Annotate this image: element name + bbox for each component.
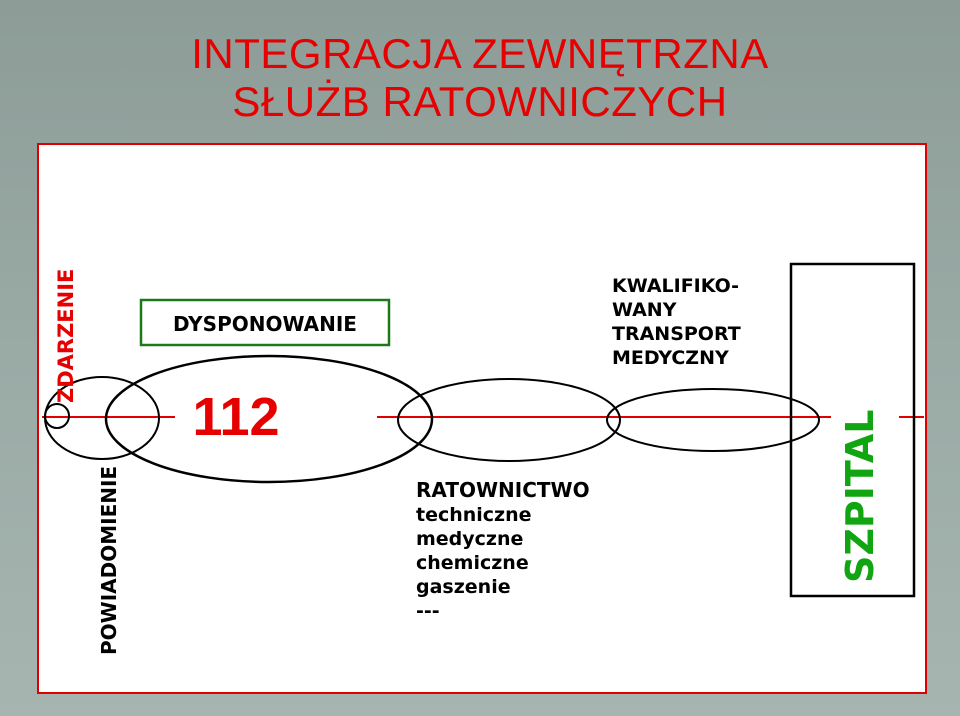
transport-line: WANY <box>612 299 677 321</box>
slide-title: INTEGRACJA ZEWNĘTRZNA SŁUŻB RATOWNICZYCH <box>0 30 960 126</box>
transport-line: KWALIFIKO- <box>612 275 739 297</box>
rescue-item: chemiczne <box>416 552 529 574</box>
rescue-item: --- <box>416 600 440 622</box>
diagram-canvas: DYSPONOWANIE 112 ZDARZENIE POWIADOMIENIE… <box>42 262 924 655</box>
rescue-heading: RATOWNICTWO <box>416 478 590 502</box>
rescue-item: medyczne <box>416 528 523 550</box>
dispatch-ellipse <box>104 354 434 484</box>
rescue-item: gaszenie <box>416 576 511 598</box>
hospital-label: SZPITAL <box>838 409 882 583</box>
rescue-ellipse <box>397 378 621 462</box>
transport-line: MEDYCZNY <box>612 347 729 369</box>
title-line-2: SŁUŻB RATOWNICZYCH <box>232 78 728 125</box>
notification-label: POWIADOMIENIE <box>97 466 121 655</box>
transport-line: TRANSPORT <box>612 323 741 345</box>
event-label: ZDARZENIE <box>54 269 78 403</box>
transport-ellipse <box>606 388 820 452</box>
emergency-number: 112 <box>192 387 279 447</box>
rescue-item: techniczne <box>416 504 532 526</box>
hospital-box <box>789 262 916 598</box>
dispatch-label-box <box>139 298 391 347</box>
diagram-panel: DYSPONOWANIE 112 ZDARZENIE POWIADOMIENIE… <box>37 143 927 694</box>
notification-ellipse <box>44 376 160 460</box>
dispatch-label: DYSPONOWANIE <box>173 312 357 336</box>
title-line-1: INTEGRACJA ZEWNĘTRZNA <box>191 30 769 77</box>
